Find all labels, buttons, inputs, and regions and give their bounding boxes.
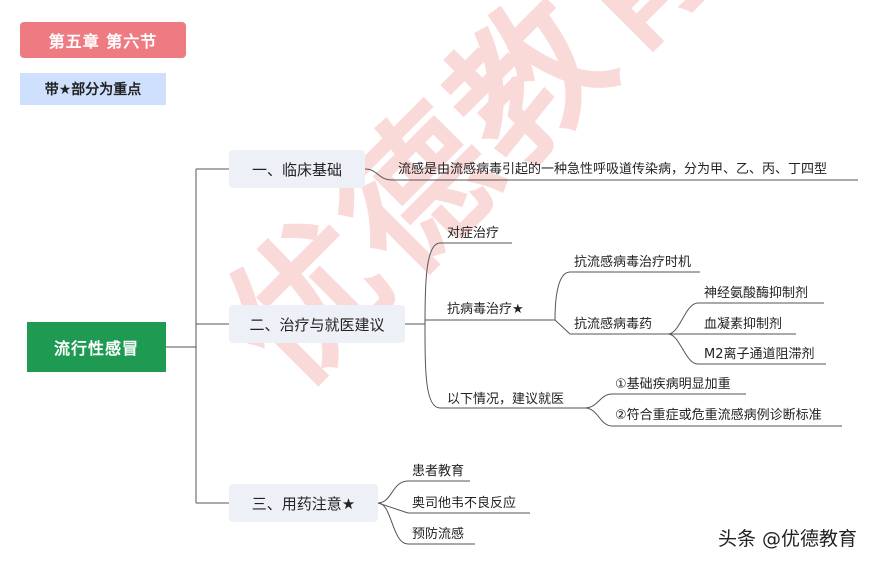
leaf-visit-condition-2: ②符合重症或危重流感病例诊断标准 xyxy=(615,408,822,423)
node-visit-doctor: 以下情况，建议就医 xyxy=(447,392,565,407)
node-antiviral-drugs: 抗流感病毒药 xyxy=(574,317,653,332)
leaf-clinical-definition: 流感是由流感病毒引起的一种急性呼吸道传染病，分为甲、乙、丙、丁四型 xyxy=(398,162,828,177)
leaf-drug-neuraminidase: 神经氨酸酶抑制剂 xyxy=(704,286,809,301)
leaf-antiviral-timing: 抗流感病毒治疗时机 xyxy=(574,255,692,270)
node-antiviral-treatment: 抗病毒治疗★ xyxy=(447,302,524,317)
leaf-visit-condition-1: ①基础疾病明显加重 xyxy=(615,377,731,392)
branch-treatment: 二、治疗与就医建议 xyxy=(229,305,405,343)
branch-clinical-basis: 一、临床基础 xyxy=(229,150,365,188)
leaf-patient-education: 患者教育 xyxy=(412,464,465,479)
branch-medication-notes: 三、用药注意★ xyxy=(229,484,378,522)
leaf-oseltamivir-adverse: 奥司他韦不良反应 xyxy=(412,496,517,511)
leaf-drug-m2-blocker: M2离子通道阻滞剂 xyxy=(704,347,815,362)
key-note-badge: 带★部分为重点 xyxy=(20,73,166,105)
chapter-badge: 第五章 第六节 xyxy=(20,22,186,58)
leaf-symptomatic-treatment: 对症治疗 xyxy=(447,226,500,241)
leaf-drug-hemagglutinin: 血凝素抑制剂 xyxy=(704,317,783,332)
leaf-flu-prevention: 预防流感 xyxy=(412,527,465,542)
source-credit: 头条 @优德教育 xyxy=(717,528,857,550)
root-node: 流行性感冒 xyxy=(27,322,166,372)
